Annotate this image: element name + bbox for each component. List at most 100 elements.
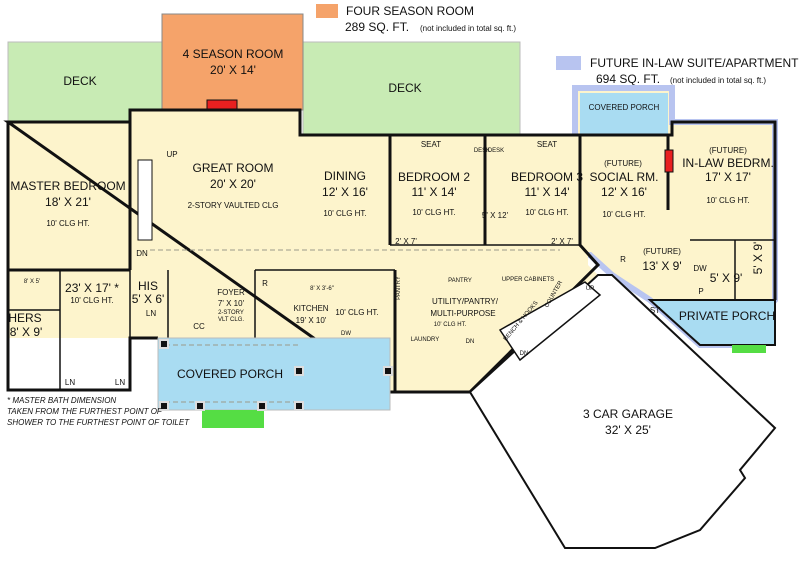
his-size: 5' X 6' [132,292,165,306]
bed3-seat: SEAT [537,140,557,149]
legend-in-law-title: FUTURE IN-LAW SUITE/APARTMENT [590,56,799,70]
social-name: SOCIAL RM. [590,170,659,184]
dining-clg: 10' CLG HT. [323,209,366,218]
bed3-size: 11' X 14' [524,185,569,199]
pantry-small: PANTRY [396,276,402,300]
covered-porch [157,337,391,411]
inlaw-dw: DW [693,264,707,273]
inlaw-size: 17' X 17' [705,170,751,184]
four-season-swatch [316,4,338,18]
basement-stairs[interactable] [137,159,153,241]
inlaw-pantry: P [698,287,703,296]
foyer-size: 7' X 10' [218,299,245,308]
garage-size: 32' X 25' [605,423,651,437]
inlaw-st: ST [650,306,660,315]
ln-his: LN [146,309,156,318]
bed3-clg: 10' CLG HT. [525,208,568,217]
footnote-3: SHOWER TO THE FURTHEST POINT OF TOILET [7,418,190,427]
bed3-name: BEDROOM 3 [511,170,583,184]
in-law-fireplace [664,149,674,173]
foyer-name: FOYER [217,288,245,297]
great-size: 20' X 20' [210,177,256,191]
great-name: GREAT ROOM [193,161,274,175]
master-clg: 10' CLG HT. [46,219,89,228]
garage-stairs[interactable] [498,281,602,362]
covered-porch-label: COVERED PORCH [177,367,283,381]
dining-name: DINING [324,169,366,183]
shower-size: 8' X 5' [24,279,40,285]
footnote-1: * MASTER BATH DIMENSION [7,396,116,405]
inlaw-future: (FUTURE) [709,146,747,155]
inlaw-bath-size: 5' X 9' [710,271,743,285]
inlaw-kitchen-future: (FUTURE) [643,247,681,256]
legend-four-season-title: FOUR SEASON ROOM [346,4,474,18]
master-bath-clg: 10' CLG HT. [70,296,113,305]
garage-name: 3 CAR GARAGE [583,407,673,421]
garage-dn-1: DN [466,339,475,345]
footnote-2: TAKEN FROM THE FURTHEST POINT OF [7,407,163,416]
ln-right: LN [115,378,125,387]
in-law-swatch [556,56,581,70]
hers-name: HERS [8,311,41,325]
bed2-seat: SEAT [421,140,441,149]
bed2-name: BEDROOM 2 [398,170,470,184]
kitchen-clg: 10' CLG HT. [335,308,378,317]
legend-in-law-note: (not included in total sq. ft.) [670,76,766,85]
kitchen-r: R [262,279,268,288]
private-porch-steps [732,345,766,353]
dining-size: 12' X 16' [322,185,368,199]
four-season-room [161,13,304,111]
desk-1: DESK [474,148,490,154]
garage-up: UP [586,286,594,292]
porch-steps [202,410,264,428]
bed2-closet: 2' X 7' [395,237,417,246]
garage-dn-2: DN [520,351,529,357]
hers-size: 8' X 9' [10,325,43,339]
deck-right-label: DECK [388,81,421,95]
four-season-size: 20' X 14' [210,63,256,77]
master-size: 18' X 21' [45,195,91,209]
bed2-clg: 10' CLG HT. [412,208,455,217]
inlaw-kitchen-size: 13' X 9' [642,259,681,273]
inlaw-name: IN-LAW BEDRM. [682,156,774,170]
foyer-clg1: 2-STORY [218,310,244,316]
covered-porch-top-label: COVERED PORCH [589,103,660,112]
coat-closet: CC [193,322,205,331]
island-size: 8' X 3'-6" [310,286,334,292]
kitchen-dw: DW [341,331,351,337]
master-bath-size: 23' X 17' * [65,281,119,295]
main-floor [8,110,598,392]
legend-four-season-note: (not included in total sq. ft.) [420,24,516,33]
up-label: UP [166,150,177,159]
utility-clg: 10' CLG HT. [434,322,467,328]
bed2-size: 11' X 14' [411,185,456,199]
social-future: (FUTURE) [604,159,642,168]
foyer-clg2: VLT CLG. [218,317,244,323]
upper-cabinets: UPPER CABINETS [502,277,554,283]
legend-in-law-area: 694 SQ. FT. [596,72,660,86]
deck-right [302,41,521,138]
legend-four-season-area: 289 SQ. FT. [345,20,409,34]
garage [468,274,777,549]
inlaw-bath2-size: 5' X 9' [751,242,765,275]
bath-mid-size: 5' X 12' [482,211,509,220]
his-name: HIS [138,279,158,293]
inlaw-clg: 10' CLG HT. [706,196,749,205]
pantry-label: PANTRY [448,278,472,284]
kitchen-size: 19' X 10' [296,316,327,325]
deck-left-label: DECK [63,74,96,88]
four-season-name: 4 SEASON ROOM [183,47,284,61]
master-name: MASTER BEDROOM [10,179,125,193]
private-porch-label: PRIVATE PORCH [679,309,775,323]
utility-line1: UTILITY/PANTRY/ [432,297,499,306]
utility-line2: MULTI-PURPOSE [430,309,495,318]
desk-2: DESK [488,148,504,154]
great-clg: 2-STORY VAULTED CLG [188,201,279,210]
kitchen-name: KITCHEN [293,304,328,313]
covered-porch-top [580,93,668,135]
ln-left: LN [65,378,75,387]
bed3-closet: 2' X 7' [551,237,573,246]
social-size: 12' X 16' [601,185,647,199]
laundry-label: LAUNDRY [411,337,440,343]
dn-label: DN [136,249,148,258]
